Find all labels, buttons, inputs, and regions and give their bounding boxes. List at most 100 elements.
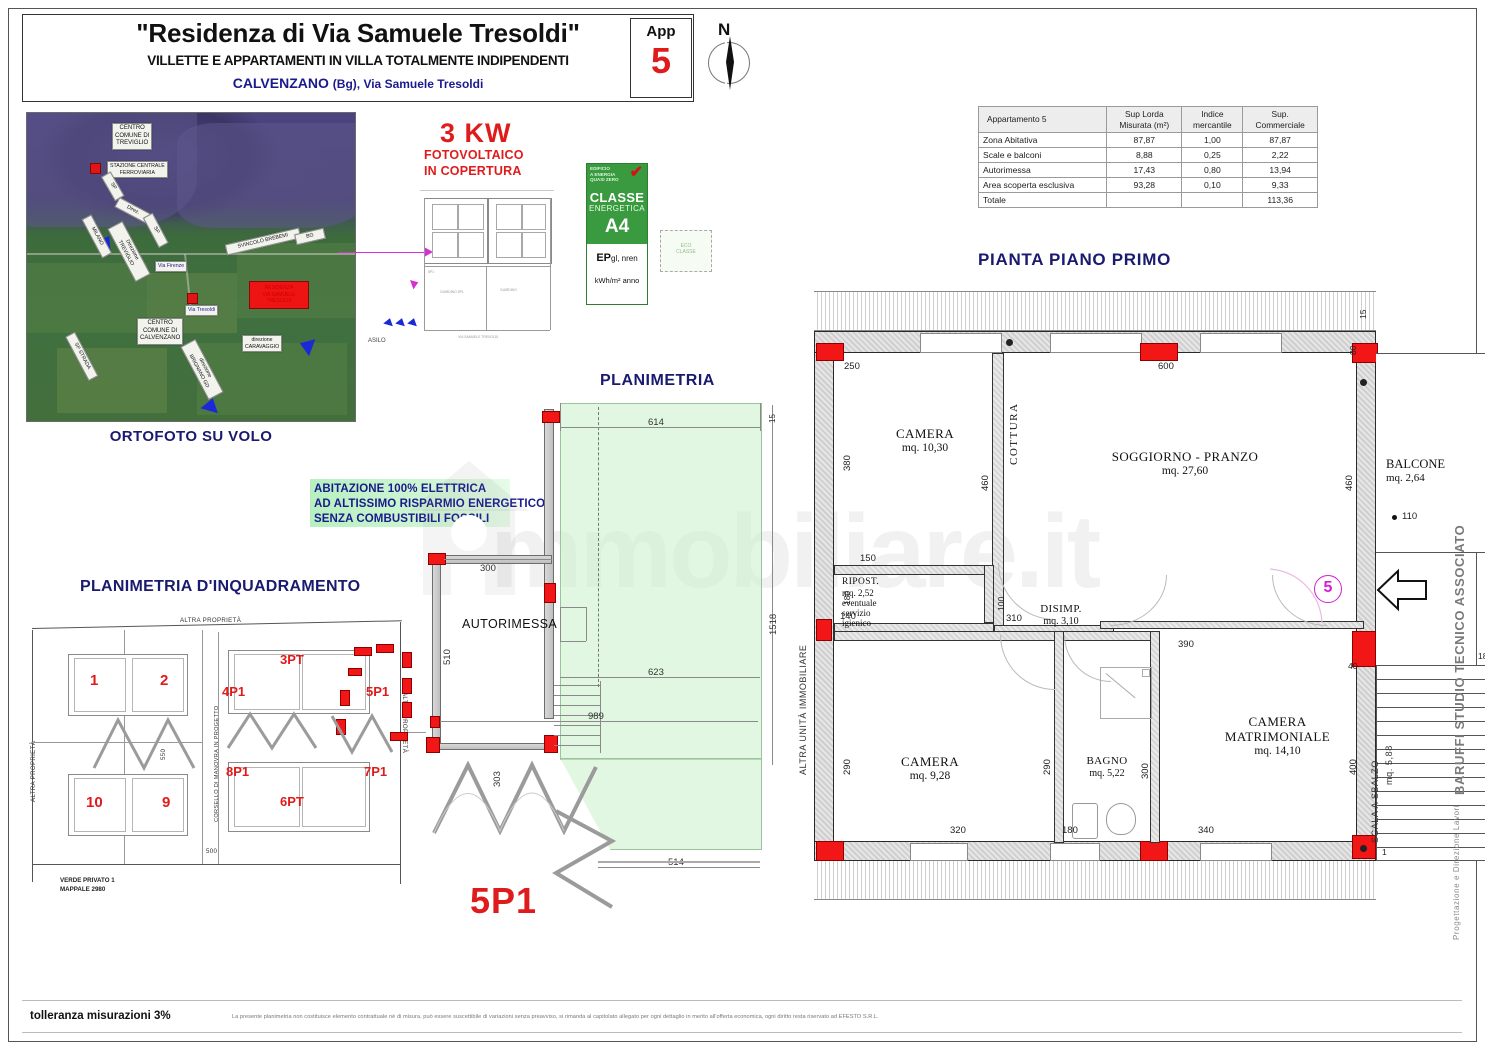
unit-tag-7p1: 7P1	[364, 764, 388, 779]
unit-inner	[74, 658, 126, 712]
dim-1518: 1518	[768, 613, 779, 635]
unit-inner	[132, 658, 184, 712]
dim-550: 550	[160, 748, 167, 760]
roof-line	[424, 198, 425, 330]
garage-door-symbol	[586, 607, 587, 641]
city-name: CALVENZANO	[232, 75, 329, 91]
roof-plan-sketch: GIARDINO 5P1 GIARDINO 5P1 VIA SAMUELE TR…	[410, 180, 566, 339]
row-commerciale: 13,94	[1242, 162, 1318, 178]
dim-989: 989	[588, 711, 604, 722]
dimension-line-v	[772, 405, 773, 765]
hdr-indice-1: Indice	[1201, 109, 1224, 119]
window-opening	[920, 333, 1002, 353]
dim-1: 1	[1382, 847, 1387, 857]
room-area: mq. 27,60	[1161, 464, 1209, 477]
hdr-lorda-2: Misurata (m²)	[1119, 119, 1170, 130]
road-line	[27, 253, 355, 255]
unit-tag-5p1: 5P1	[470, 880, 538, 921]
stair-step	[1376, 833, 1485, 834]
dim-300: 300	[480, 563, 496, 574]
row-label: Scale e balconi	[977, 147, 1108, 163]
unit-block-10-9	[68, 774, 188, 836]
ortofoto-caption: ORTOFOTO SU VOLO	[109, 428, 273, 445]
room-disimpegno: DISIMP. mq. 3,10	[1006, 603, 1116, 627]
dim-510: 510	[442, 649, 453, 665]
roof-tile-band-top	[814, 291, 1376, 331]
row-commerciale: 2,22	[1242, 147, 1318, 163]
row-label: Area scoperta esclusiva	[977, 177, 1108, 193]
stair-step	[1376, 679, 1485, 680]
map-pointer-arrow-icon	[338, 246, 438, 260]
room-camera-matrimoniale: CAMERA MATRIMONIALE mq. 14,10	[1190, 714, 1365, 757]
marker-red	[1140, 343, 1178, 361]
title-block: "Residenza di Via Samuele Tresoldi" VILL…	[22, 14, 694, 102]
unit-inner	[302, 654, 366, 710]
table-row: Autorimessa 17,43 0,80 13,94	[977, 162, 1318, 178]
compass-needle-dark	[726, 36, 734, 62]
interior-wall-camera2-right	[1054, 631, 1064, 843]
studio-credit-label: Progettazione e Direzione Lavori	[1452, 804, 1461, 940]
dim-290a: 290	[842, 759, 853, 775]
dim-340: 340	[1198, 825, 1214, 836]
stairs-line	[554, 735, 600, 736]
garage-door-symbol	[560, 607, 586, 608]
verde-line1: VERDE PRIVATO 1	[60, 877, 115, 884]
room-bagno: BAGNO mq. 5,22	[1064, 755, 1150, 779]
stair-step	[1376, 735, 1485, 736]
balcone-label: BALCONE mq. 2,64	[1386, 457, 1445, 484]
room-camera-2: CAMERA mq. 9,28	[860, 754, 1000, 782]
hdr-comm-1: Sup.	[1271, 109, 1289, 119]
marker-red	[816, 841, 844, 861]
dim-100: 100	[996, 596, 1006, 611]
row-indice: 0,80	[1181, 162, 1244, 178]
page-subtitle: VILLETTE E APPARTAMENTI IN VILLA TOTALME…	[147, 53, 569, 68]
surface-area-table: Appartamento 5 Sup Lorda Misurata (m²) I…	[977, 106, 1318, 208]
roof-detail	[458, 204, 484, 230]
interior-wall-ripost-top	[834, 565, 994, 575]
room-note-1: eventuale	[842, 597, 877, 608]
table-row: Area scoperta esclusiva 93,28 0,10 9,33	[977, 177, 1318, 193]
room-soggiorno-pranzo: SOGGIORNO - PRANZO mq. 27,60	[1060, 449, 1310, 477]
energy-grade: A4	[604, 216, 630, 237]
marker-red	[402, 678, 412, 694]
apartment-label: App	[646, 23, 676, 40]
roof-detail	[522, 232, 546, 258]
marker-red	[348, 668, 362, 676]
marker-red	[340, 690, 350, 706]
legal-disclaimer: La presente planimetria non costituisce …	[232, 1014, 879, 1020]
unit-tag-5p1: 5P1	[366, 684, 390, 699]
door-arc-camera2	[1000, 635, 1055, 690]
row-label: Zona Abitativa	[977, 132, 1108, 148]
roof-tiny-text: GIARDINO	[500, 288, 517, 292]
marker-red	[430, 716, 440, 728]
hdr-comm-2: Commerciale	[1255, 119, 1305, 130]
tolerance-note: tolleranza misurazioni 3%	[30, 1010, 171, 1022]
stair-step	[1376, 819, 1485, 820]
apartment-badge: App 5	[630, 18, 692, 98]
footer-divider-top	[22, 1000, 1462, 1001]
row-lorda: 17,43	[1106, 162, 1183, 178]
studio-name-label: BARUFFI STUDIO TECNICO ASSOCIATO	[1452, 524, 1467, 795]
room-area: mq. 9,28	[909, 769, 951, 782]
green-lot-area	[560, 403, 762, 760]
roof-line	[420, 190, 554, 191]
roof-line	[424, 266, 550, 267]
energy-kwh-unit: kWh/m² anno	[594, 276, 640, 285]
roof-detail	[432, 204, 458, 230]
row-indice: 0,25	[1181, 147, 1244, 163]
marker-red	[390, 732, 408, 741]
label-altra-unita: ALTRA UNITÀ IMMOBILIARE	[798, 644, 808, 775]
unit-tag-4p1: 4P1	[222, 684, 246, 699]
floor-plan-first-floor: BALCONE mq. 2,64 110 240 18 1 SCALA A SB…	[798, 275, 1485, 940]
room-area: mq. 5,22	[1089, 767, 1125, 779]
door-arc-matrimoniale	[1110, 575, 1167, 626]
interior-wall-matrimoniale-top	[1100, 621, 1364, 629]
sink-icon	[1072, 803, 1098, 839]
room-note-2: servizio	[842, 607, 871, 618]
row-lorda: 8,88	[1106, 147, 1183, 163]
stair-step	[1376, 721, 1485, 722]
